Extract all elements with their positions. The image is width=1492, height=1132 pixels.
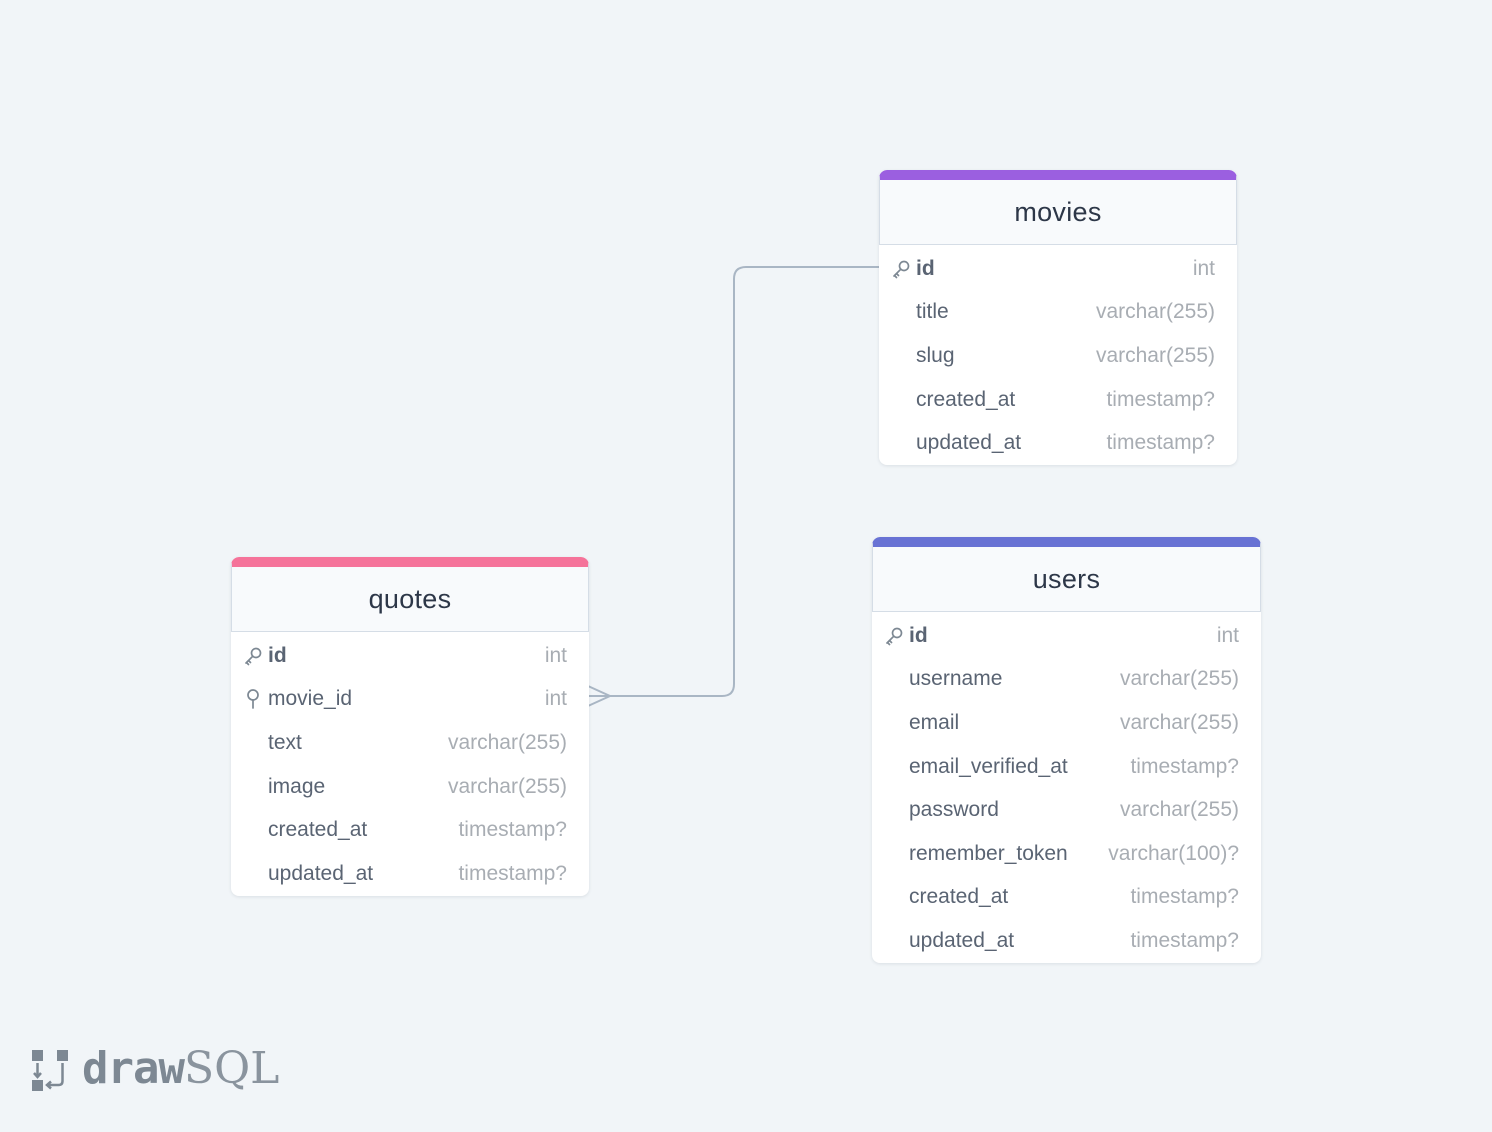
column-row-id[interactable]: id int — [872, 614, 1261, 658]
column-row-updated_at[interactable]: updated_at timestamp? — [231, 852, 589, 896]
logo-text-draw: draw — [82, 1043, 185, 1094]
table-header[interactable]: movies — [879, 170, 1237, 245]
column-type: varchar(255) — [1095, 343, 1215, 367]
column-row-username[interactable]: username varchar(255) — [872, 658, 1261, 702]
column-list: id int title varchar(255) slug varchar(255) cr… — [879, 245, 1237, 465]
column-row-id[interactable]: id int — [879, 247, 1237, 291]
column-type: int — [1216, 623, 1239, 647]
column-name: image — [268, 774, 326, 798]
primary-key-icon — [243, 645, 268, 667]
table-header[interactable]: quotes — [231, 557, 589, 632]
table-name: users — [1032, 563, 1101, 594]
primary-key-icon — [891, 258, 916, 280]
key-spacer — [884, 799, 909, 821]
column-name: created_at — [916, 387, 1016, 411]
column-name: movie_id — [268, 687, 353, 711]
key-spacer — [884, 712, 909, 734]
column-type: timestamp? — [1130, 885, 1239, 909]
logo-text-sql: SQL — [183, 1043, 280, 1094]
column-row-password[interactable]: password varchar(255) — [872, 788, 1261, 832]
key-spacer — [243, 819, 268, 841]
column-name: updated_at — [268, 861, 374, 885]
column-row-text[interactable]: text varchar(255) — [231, 721, 589, 765]
column-type: int — [544, 687, 567, 711]
foreign-key-icon — [243, 688, 268, 710]
column-row-movie_id[interactable]: movie_id int — [231, 678, 589, 722]
primary-key-icon — [884, 625, 909, 647]
column-row-image[interactable]: image varchar(255) — [231, 765, 589, 809]
column-name: updated_at — [909, 928, 1015, 952]
column-name: created_at — [909, 885, 1009, 909]
column-type: varchar(255) — [447, 774, 567, 798]
column-row-updated_at[interactable]: updated_at timestamp? — [879, 421, 1237, 465]
column-name: slug — [916, 343, 955, 367]
key-spacer — [891, 301, 916, 323]
column-row-title[interactable]: title varchar(255) — [879, 291, 1237, 335]
column-name: username — [909, 667, 1003, 691]
column-row-id[interactable]: id int — [231, 634, 589, 678]
column-row-email[interactable]: email varchar(255) — [872, 701, 1261, 745]
column-type: timestamp? — [458, 818, 567, 842]
column-name: email_verified_at — [909, 754, 1068, 778]
column-type: varchar(255) — [1119, 667, 1239, 691]
column-type: varchar(255) — [1119, 710, 1239, 734]
column-row-email_verified_at[interactable]: email_verified_at timestamp? — [872, 745, 1261, 789]
column-list: id int username varchar(255) email varchar(25… — [872, 612, 1261, 963]
table-header[interactable]: users — [872, 537, 1261, 612]
drawsql-logo-icon — [32, 1049, 68, 1091]
table-movies[interactable]: movies id int title varchar(255) slug varchar… — [879, 170, 1237, 465]
key-spacer — [243, 776, 268, 798]
column-name: created_at — [268, 818, 368, 842]
column-row-slug[interactable]: slug varchar(255) — [879, 334, 1237, 378]
key-spacer — [884, 843, 909, 865]
column-row-created_at[interactable]: created_at timestamp? — [231, 808, 589, 852]
table-users[interactable]: users id int username varchar(255) email varc… — [872, 537, 1261, 963]
column-type: int — [1192, 256, 1215, 280]
column-type: varchar(100)? — [1108, 841, 1239, 865]
column-row-created_at[interactable]: created_at timestamp? — [872, 876, 1261, 920]
column-type: timestamp? — [1130, 754, 1239, 778]
key-spacer — [884, 930, 909, 952]
key-spacer — [243, 863, 268, 885]
column-name: id — [916, 256, 935, 280]
key-spacer — [243, 732, 268, 754]
key-spacer — [884, 886, 909, 908]
key-spacer — [884, 756, 909, 778]
table-name: quotes — [368, 583, 452, 614]
column-name: id — [268, 643, 287, 667]
column-row-created_at[interactable]: created_at timestamp? — [879, 378, 1237, 422]
column-name: password — [909, 798, 999, 822]
key-spacer — [891, 432, 916, 454]
column-type: timestamp? — [458, 861, 567, 885]
column-name: email — [909, 710, 960, 734]
column-type: timestamp? — [1106, 387, 1215, 411]
column-name: updated_at — [916, 431, 1022, 455]
drawsql-logo[interactable]: draw SQL — [30, 1043, 279, 1094]
relation-quotes-movies[interactable] — [588, 266, 879, 697]
crows-foot-icon — [587, 685, 613, 707]
key-spacer — [884, 668, 909, 690]
column-type: int — [544, 643, 567, 667]
table-name: movies — [1014, 196, 1102, 227]
column-name: text — [268, 730, 302, 754]
column-list: id int movie_id int text varchar(255) image var… — [231, 632, 589, 896]
column-type: varchar(255) — [1095, 300, 1215, 324]
column-type: timestamp? — [1130, 928, 1239, 952]
column-name: id — [909, 623, 928, 647]
column-name: title — [916, 300, 949, 324]
column-type: timestamp? — [1106, 431, 1215, 455]
column-name: remember_token — [909, 841, 1068, 865]
column-row-remember_token[interactable]: remember_token varchar(100)? — [872, 832, 1261, 876]
key-spacer — [891, 345, 916, 367]
column-type: varchar(255) — [1119, 798, 1239, 822]
column-row-updated_at[interactable]: updated_at timestamp? — [872, 919, 1261, 963]
column-type: varchar(255) — [447, 730, 567, 754]
key-spacer — [891, 389, 916, 411]
